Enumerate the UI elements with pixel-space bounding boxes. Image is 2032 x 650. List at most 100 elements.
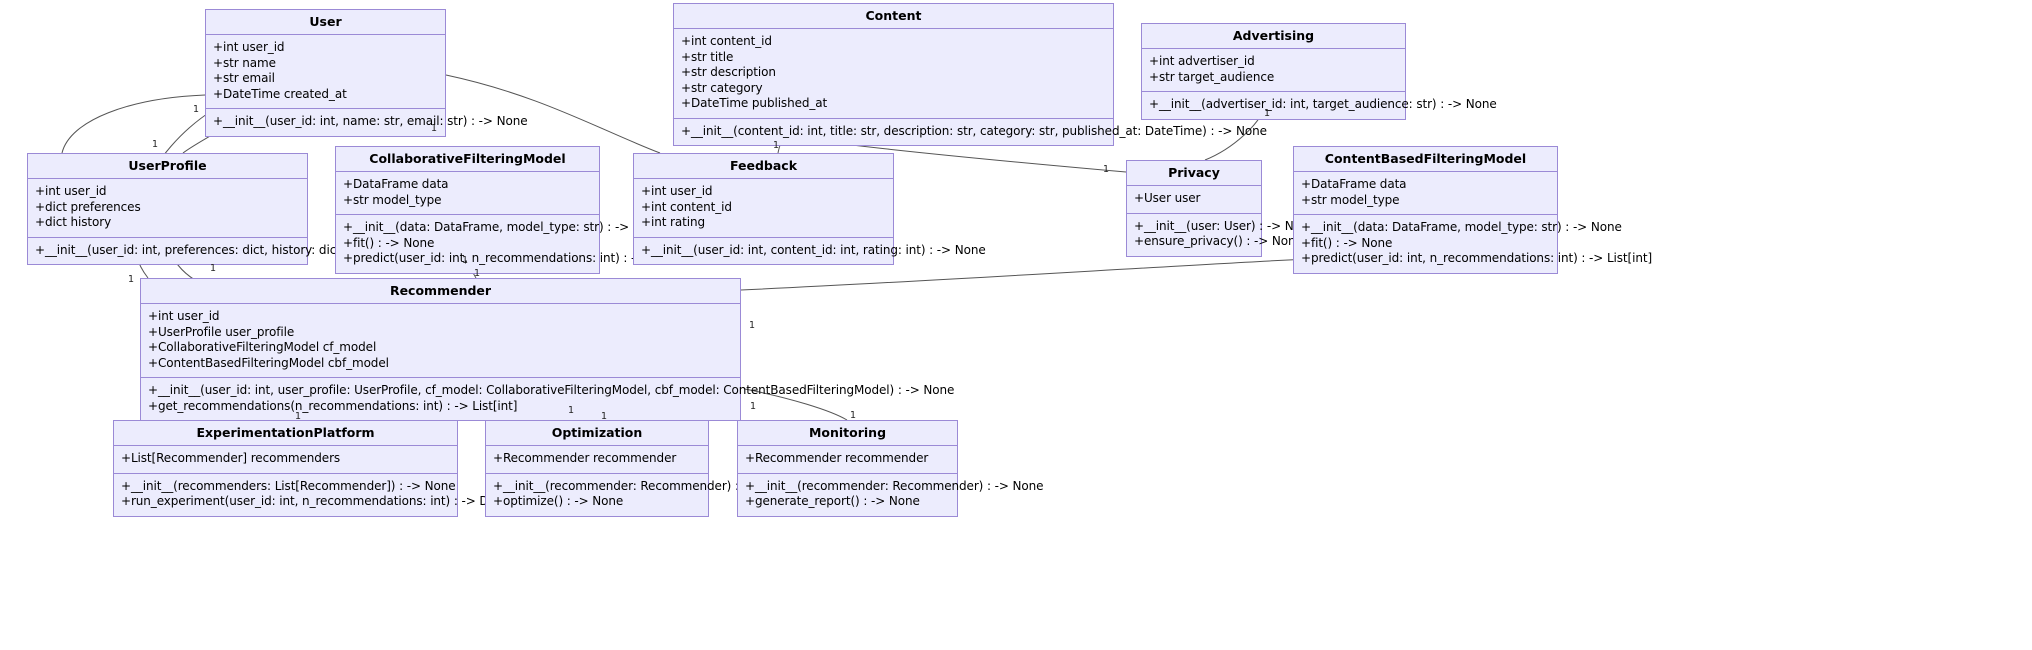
uml-class-optimization[interactable]: Optimization +Recommender recommender +__i… [485,420,792,517]
class-title-cfmodel: CollaborativeFilteringModel [336,147,599,172]
class-method-row: +__init__(user_id: int, preferences: dic… [35,242,406,257]
class-attribute-row: +str name [213,55,276,70]
class-method-row: +__init__(data: DataFrame, model_type: s… [1301,220,1622,234]
class-attributes-privacy: +User user [1127,186,1261,214]
class-title-content: Content [674,4,1113,29]
class-attribute-row: +DateTime published_at [681,96,828,110]
class-methods-optimization: +__init__(recommender: Recommender) : ->… [486,474,792,516]
class-attributes-content: +int content_id+str title+str descriptio… [674,29,1113,119]
class-methods-privacy: +__init__(user: User) : -> None+ensure_p… [1127,214,1316,256]
class-attributes-userprofile: +int user_id+dict preferences+dict histo… [28,179,307,238]
class-attribute-row: +int user_id [213,40,285,54]
class-method-row: +__init__(data: DataFrame, model_type: s… [343,220,664,234]
class-attribute-row: +ContentBasedFilteringModel cbf_model [148,355,389,370]
multiplicity-label: 1 [773,140,780,151]
class-title-optimization: Optimization [486,421,708,446]
uml-class-user[interactable]: User+int user_id+str name+str email+Date… [205,9,528,137]
multiplicity-label: 1 [193,104,200,115]
multiplicity-label: 1 [1103,164,1110,175]
class-methods-feedback: +__init__(user_id: int, content_id: int,… [634,238,986,265]
class-attributes-experimentationplatform: +List[Recommender] recommenders [114,446,457,474]
multiplicity-label: 1 [568,405,575,416]
class-attribute-row: +dict preferences [35,199,141,214]
class-attribute-row: +dict history [35,215,112,229]
class-title-feedback: Feedback [634,154,893,179]
class-attribute-row: +str target_audience [1149,69,1275,84]
class-attribute-row: +int user_id [35,184,107,198]
association-edge-user-userprofile [61,94,206,154]
class-method-row: +predict(user_id: int, n_recommendations… [343,251,695,265]
class-attribute-row: +DataFrame data [1301,177,1407,191]
class-attribute-row: +UserProfile user_profile [148,324,295,339]
class-method-row: +__init__(user_id: int, name: str, email… [213,114,528,128]
class-methods-experimentationplatform: +__init__(recommenders: List[Recommender… [114,474,581,516]
class-methods-userprofile: +__init__(user_id: int, preferences: dic… [28,238,406,265]
multiplicity-label: 1 [474,268,481,279]
class-attributes-advertising: +int advertiser_id+str target_audience [1142,49,1405,92]
uml-class-cbfmodel[interactable]: ContentBasedFilteringModel +DataFrame dat… [1293,146,1653,274]
class-method-row: +fit() : -> None [343,235,435,250]
uml-class-feedback[interactable]: Feedback+int user_id+int content_id+int … [633,153,986,265]
class-attribute-row: +str email [213,71,275,85]
multiplicity-label: 1 [210,263,217,274]
uml-class-monitoring[interactable]: Monitoring +Recommender recommender +__ini… [737,420,1044,517]
uml-class-userprofile[interactable]: UserProfile+int user_id+dict preferences… [27,153,406,265]
class-attribute-row: +str description [681,65,776,79]
class-methods-advertising: +__init__(advertiser_id: int, target_aud… [1142,92,1497,119]
class-attribute-row: +Recommender recommender [493,451,677,465]
multiplicity-label: 1 [128,274,135,285]
class-method-row: +__init__(recommender: Recommender) : ->… [493,478,792,493]
class-title-privacy: Privacy [1127,161,1261,186]
uml-class-recommender[interactable]: Recommender+int user_id+UserProfile user… [140,278,955,421]
class-attribute-row: +str category [681,80,763,95]
class-attribute-row: +Recommender recommender [745,451,929,465]
class-attribute-row: +str model_type [1301,192,1400,207]
multiplicity-label: 1 [601,411,608,422]
uml-class-advertising[interactable]: Advertising+int advertiser_id+str target… [1141,23,1497,120]
multiplicity-label: 1 [850,410,857,421]
class-attributes-feedback: +int user_id+int content_id+int rating [634,179,893,238]
class-method-row: +fit() : -> None [1301,235,1393,250]
class-attribute-row: +int user_id [641,184,713,198]
class-title-cbfmodel: ContentBasedFilteringModel [1294,147,1557,172]
class-method-row: +__init__(advertiser_id: int, target_aud… [1149,97,1497,111]
multiplicity-label: 1 [431,123,438,134]
class-attributes-monitoring: +Recommender recommender [738,446,957,474]
class-method-row: +generate_report() : -> None [745,494,920,508]
class-attributes-cfmodel: +DataFrame data+str model_type [336,172,599,215]
class-method-row: +run_experiment(user_id: int, n_recommen… [121,494,581,508]
class-methods-monitoring: +__init__(recommender: Recommender) : ->… [738,474,1044,516]
class-method-row: +get_recommendations(n_recommendations: … [148,398,518,413]
class-method-row: +__init__(user_id: int, user_profile: Us… [148,383,955,397]
class-method-row: +__init__(recommender: Recommender) : ->… [745,478,1044,493]
class-attribute-row: +int content_id [681,34,772,48]
class-method-row: +optimize() : -> None [493,494,624,508]
class-methods-cfmodel: +__init__(data: DataFrame, model_type: s… [336,215,695,273]
multiplicity-label: 1 [462,255,469,266]
class-attribute-row: +List[Recommender] recommenders [121,451,341,465]
uml-class-experimentationplatform[interactable]: ExperimentationPlatform +List[Recommender… [113,420,581,517]
class-title-recommender: Recommender [141,279,740,304]
class-method-row: +predict(user_id: int, n_recommendations… [1301,251,1653,265]
class-title-user: User [206,10,445,35]
class-attribute-row: +DataFrame data [343,177,449,191]
uml-class-privacy[interactable]: Privacy +User user +__init__(user: User) :… [1126,160,1316,257]
class-attribute-row: +int content_id [641,199,732,214]
multiplicity-label: 1 [1264,108,1271,119]
class-attributes-recommender: +int user_id+UserProfile user_profile+Co… [141,304,740,378]
uml-class-content[interactable]: Content+int content_id+str title+str des… [673,3,1267,146]
class-method-row: +__init__(content_id: int, title: str, d… [681,123,1267,138]
class-attribute-row: +User user [1134,191,1201,205]
class-method-row: +ensure_privacy() : -> None [1134,234,1303,248]
class-title-userprofile: UserProfile [28,154,307,179]
class-method-row: +__init__(user: User) : -> None [1134,218,1316,233]
class-attributes-optimization: +Recommender recommender [486,446,708,474]
class-methods-cbfmodel: +__init__(data: DataFrame, model_type: s… [1294,215,1653,273]
class-title-experimentationplatform: ExperimentationPlatform [114,421,457,446]
class-title-monitoring: Monitoring [738,421,957,446]
class-attribute-row: +int user_id [148,309,220,323]
class-attribute-row: +CollaborativeFilteringModel cf_model [148,340,377,354]
class-methods-user: +__init__(user_id: int, name: str, email… [206,109,528,136]
multiplicity-label: 1 [749,320,756,331]
